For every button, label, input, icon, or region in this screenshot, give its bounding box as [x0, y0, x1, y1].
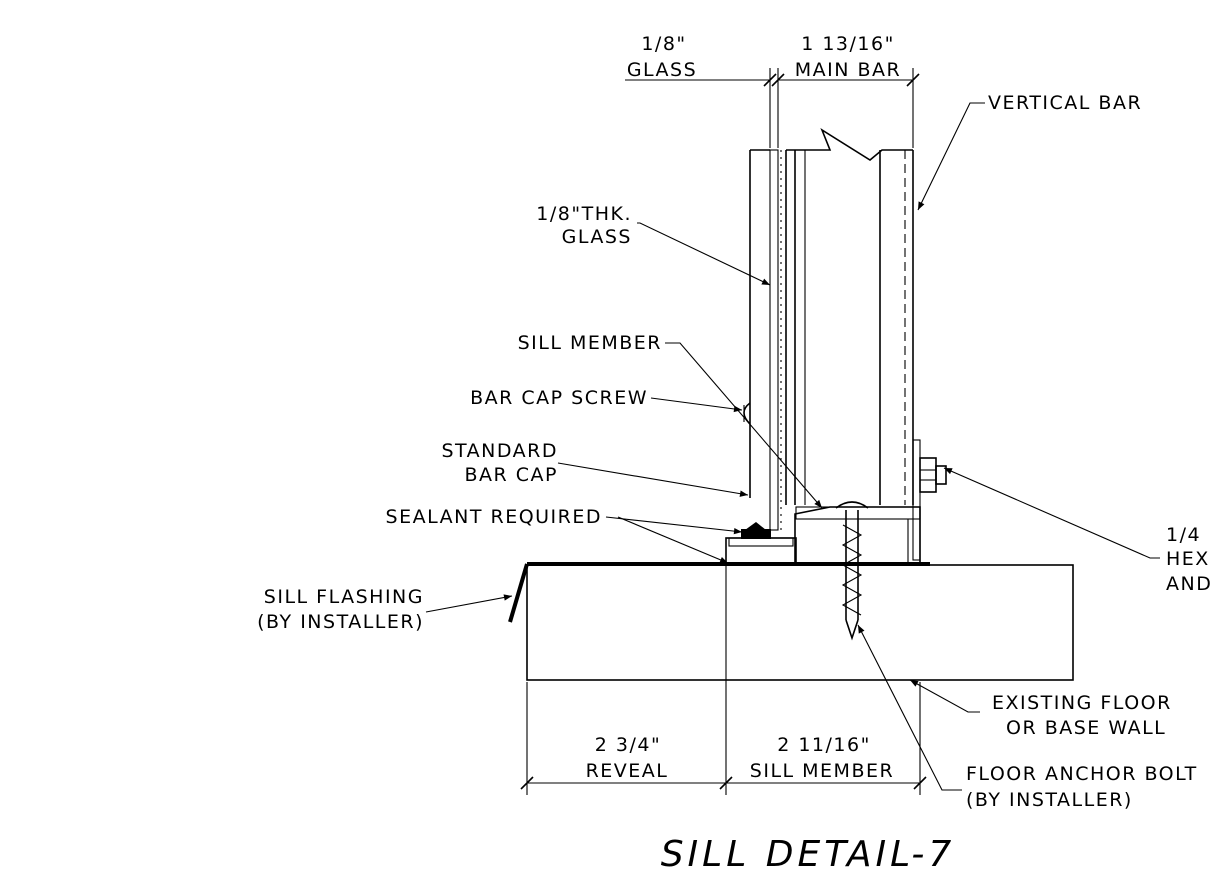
- top-dimensions: [625, 68, 920, 148]
- bar-cap-screw-label: BAR CAP SCREW: [470, 387, 648, 409]
- standard-bar-cap-label-line1: STANDARD: [441, 440, 558, 462]
- existing-floor-label-line2: OR BASE WALL: [1006, 717, 1166, 739]
- main-bar-dim-value: 1 13/16": [801, 33, 895, 55]
- existing-floor-label-line1: EXISTING FLOOR: [992, 692, 1172, 714]
- glass-thk-label-line2: GLASS: [562, 226, 632, 248]
- reveal-stop: [725, 522, 797, 565]
- sill-flashing-label-line1: SILL FLASHING: [264, 586, 424, 608]
- reveal-dim-value: 2 3/4": [595, 734, 661, 756]
- sealant-required-label: SEALANT REQUIRED: [386, 506, 602, 528]
- existing-floor: [526, 564, 1074, 681]
- hex-bolt-label-line2: HEX: [1166, 548, 1210, 570]
- leader-lines: [425, 102, 1160, 791]
- glass-dim-label: GLASS: [627, 59, 697, 81]
- anchor-bolt-label-line1: FLOOR ANCHOR BOLT: [966, 763, 1198, 785]
- sill-member-label: SILL MEMBER: [518, 332, 662, 354]
- glass-dim-value: 1/8": [641, 33, 686, 55]
- hex-bolt-label-line3: AND: [1166, 573, 1210, 595]
- sill-flashing: [508, 562, 930, 623]
- sill-flashing-label-line2: (BY INSTALLER): [257, 611, 424, 633]
- bottom-dimensions: [520, 566, 927, 795]
- vertical-bar-assembly: [749, 128, 914, 531]
- main-bar-dim-label: MAIN BAR: [795, 59, 901, 81]
- reveal-dim-label: REVEAL: [586, 760, 669, 782]
- standard-bar-cap-label-line2: BAR CAP: [465, 464, 559, 486]
- sill-member: [794, 439, 947, 563]
- sill-member-dim-value: 2 11/16": [777, 734, 871, 756]
- detail-title: SILL DETAIL-7: [661, 834, 956, 875]
- glass-thk-label-line1: 1/8"THK.: [536, 203, 632, 225]
- hex-bolt-label-line1: 1/4: [1166, 524, 1201, 546]
- sill-member-dim-label: SILL MEMBER: [750, 760, 894, 782]
- anchor-bolt-label-line2: (BY INSTALLER): [966, 789, 1133, 811]
- vertical-bar-label: VERTICAL BAR: [988, 92, 1142, 114]
- floor-anchor-bolt: [835, 501, 869, 641]
